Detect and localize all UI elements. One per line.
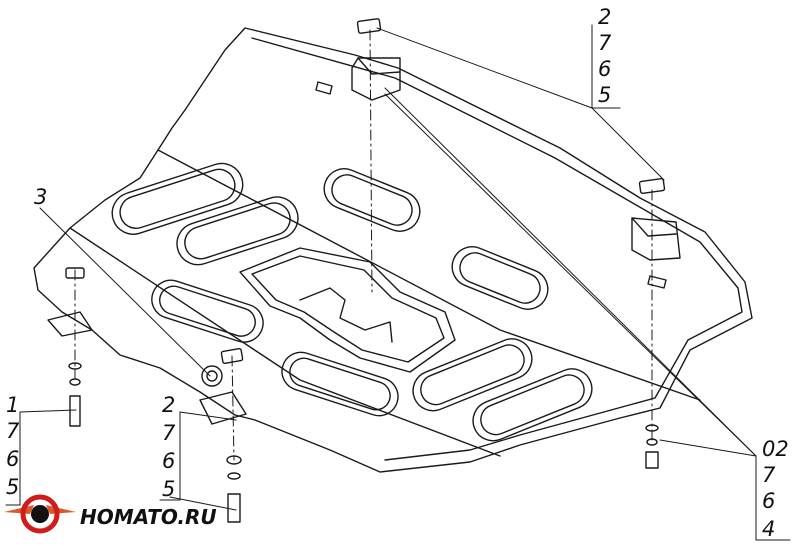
mounting-bracket-top: [351, 18, 401, 101]
logo-text: HOMATO.RU: [80, 505, 217, 529]
leader-line: [384, 87, 757, 457]
axis-line-center: [231, 355, 235, 461]
callout-group-right: 02 7 6 4: [762, 437, 789, 541]
callout-number: 2: [162, 393, 175, 417]
callout-number: 7: [162, 421, 176, 445]
fold-line-front: [157, 149, 701, 401]
plate-tab: [315, 81, 333, 95]
axis-line-top: [369, 29, 373, 293]
callout-frame-top-right: [591, 24, 621, 109]
callout-number: 6: [162, 449, 175, 473]
callout-number: 6: [762, 489, 775, 513]
logo-wing-right: [46, 505, 76, 514]
leader-line: [19, 409, 77, 413]
logo-ring: [20, 494, 60, 534]
center-embossing: [239, 247, 456, 373]
skid-plate-outline: [33, 27, 753, 473]
callout-number-part-3: 3: [34, 185, 47, 209]
callout-frame-center: [159, 411, 181, 501]
mounting-bracket-center: [199, 347, 247, 425]
leader-line: [169, 496, 237, 511]
skid-plate-rim: [251, 37, 743, 461]
callout-number: 2: [598, 5, 611, 29]
leader-line: [659, 439, 757, 457]
callout-number: 4: [762, 517, 775, 541]
callout-number: 02: [762, 437, 789, 461]
callout-number: 5: [6, 475, 19, 499]
center-embossing-notch: [299, 287, 393, 343]
callout-number: 1: [6, 393, 19, 417]
callout-group-top-right: 2 7 6 5: [598, 5, 612, 107]
fold-line-rear: [69, 227, 501, 457]
leader-line: [39, 207, 211, 377]
leader-line: [376, 27, 593, 109]
fastener-left: [68, 362, 82, 427]
logo-core: [31, 505, 49, 523]
callout-number: 5: [598, 83, 611, 107]
leader-line: [179, 411, 237, 421]
homato-logo: HOMATO.RU: [4, 494, 217, 534]
callout-frame-left: [5, 411, 21, 506]
callout-number: 6: [598, 57, 611, 81]
leader-line: [384, 93, 757, 457]
callout-frame-right: [755, 455, 791, 541]
callout-number: 7: [6, 419, 20, 443]
mounting-bracket-right: [631, 177, 681, 261]
fastener-center: [226, 455, 242, 523]
stamped-openings: [111, 162, 593, 442]
callout-group-center: 2 7 6 5: [162, 393, 176, 501]
plate-tab: [647, 275, 667, 289]
center-embossing-inner: [251, 255, 445, 363]
callout-number: 6: [6, 447, 19, 471]
callout-number: 7: [762, 463, 776, 487]
leader-line: [591, 107, 665, 181]
callout-group-left: 1 7 6 5: [6, 393, 20, 499]
fastener-right: [645, 424, 659, 469]
callout-number: 5: [162, 477, 175, 501]
callout-number: 7: [598, 31, 612, 55]
logo-wing-left: [4, 505, 34, 514]
